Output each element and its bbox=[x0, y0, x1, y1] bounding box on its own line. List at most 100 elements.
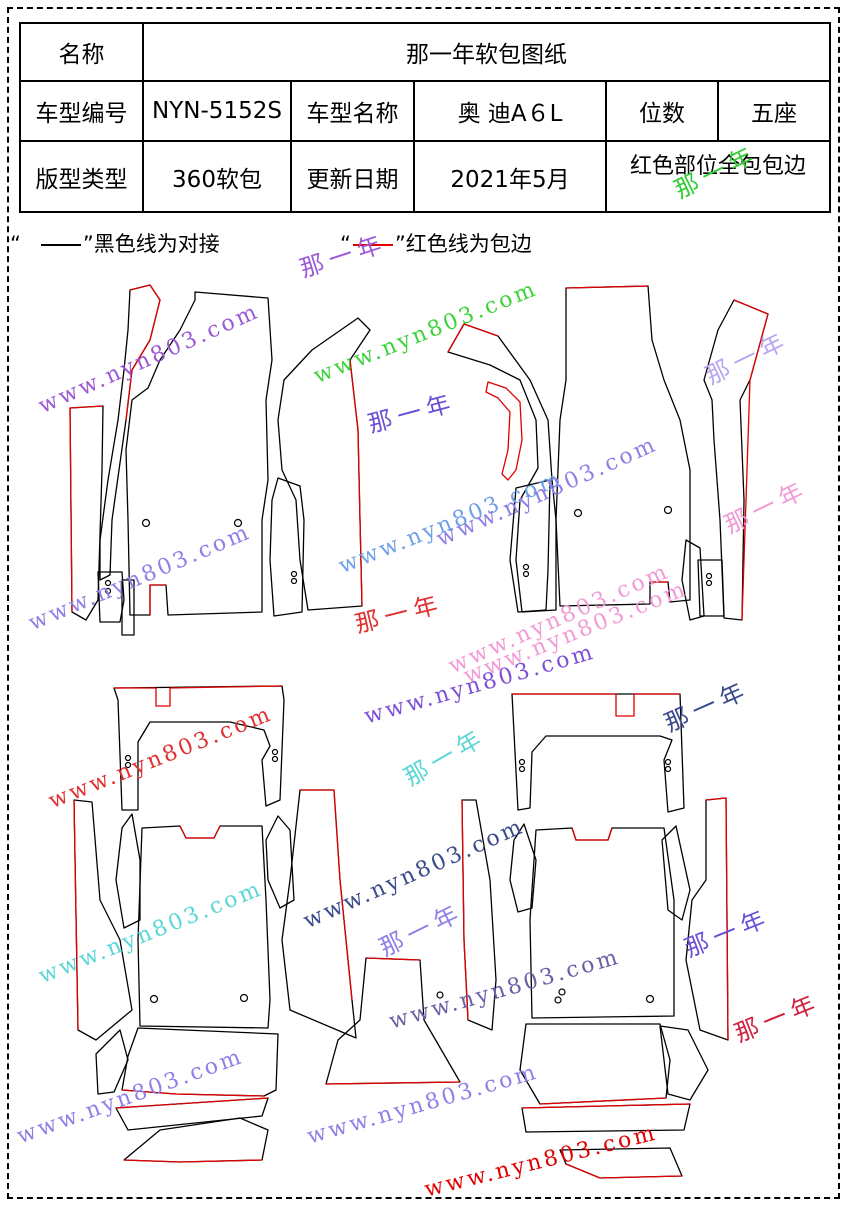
rear-right-pillar-right bbox=[661, 825, 691, 921]
right-front-side-edge bbox=[447, 323, 499, 353]
snap-hole bbox=[558, 988, 566, 996]
right-small-piece bbox=[681, 539, 705, 621]
rear-center-tunnel-piece bbox=[325, 957, 461, 1085]
rear-left-pillar-right bbox=[265, 815, 295, 909]
rear-left-strip-2 bbox=[123, 1117, 269, 1163]
snap-hole bbox=[522, 563, 530, 571]
snap-hole bbox=[645, 994, 655, 1004]
rear-center-right-edge bbox=[461, 799, 469, 1021]
legend-quote-open-red: “ bbox=[340, 232, 351, 256]
red-edge-note: 红色部位全包包边 bbox=[604, 140, 832, 213]
red-line-swatch bbox=[352, 244, 393, 246]
label-name: 名称 bbox=[19, 22, 144, 82]
rear-left-top-edge bbox=[114, 685, 283, 707]
table-row-name: 名称 那一年软包图纸 bbox=[19, 22, 832, 82]
rear-right-front-piece bbox=[519, 1023, 671, 1105]
left-tunnel-edge bbox=[349, 359, 363, 607]
snap-hole bbox=[290, 570, 298, 578]
rear-left-strip-2-edge bbox=[123, 1159, 263, 1163]
left-tunnel-piece bbox=[277, 317, 371, 611]
snap-hole bbox=[518, 758, 526, 766]
rear-right-strip-1-edge bbox=[521, 1103, 691, 1109]
left-front-side-edge bbox=[125, 284, 161, 421]
snap-hole bbox=[436, 991, 444, 999]
seats-value: 五座 bbox=[716, 80, 832, 142]
rear-center-left-strip bbox=[281, 789, 357, 1039]
legend-black-line: “ ”黑色线为对接 bbox=[10, 228, 220, 258]
rear-right-top-edge bbox=[512, 693, 680, 717]
driver-floor-main-piece bbox=[125, 291, 273, 616]
update-date: 2021年5月 bbox=[413, 140, 607, 213]
snap-hole bbox=[271, 748, 279, 756]
legend-red-text: ”红色线为包边 bbox=[394, 232, 532, 256]
snap-hole bbox=[233, 518, 243, 528]
snap-hole bbox=[573, 508, 583, 518]
snap-hole bbox=[554, 996, 562, 1004]
rear-left-pillar-left bbox=[115, 813, 141, 929]
snap-hole bbox=[149, 994, 159, 1004]
snap-hole bbox=[124, 754, 132, 762]
rear-left-strip-1-edge bbox=[115, 1097, 269, 1109]
rear-right-top-piece bbox=[511, 693, 685, 813]
rear-right-side-strip bbox=[685, 797, 729, 1041]
legend-quote-open: “ bbox=[10, 232, 21, 256]
rear-center-left-edge bbox=[300, 789, 353, 1001]
snap-hole bbox=[239, 993, 249, 1003]
right-arch-piece bbox=[485, 381, 523, 481]
rear-left-small-left bbox=[95, 1029, 129, 1095]
left-console-piece bbox=[269, 477, 305, 617]
snap-hole bbox=[663, 505, 673, 515]
snap-holes bbox=[104, 505, 713, 1004]
rear-right-strip-2 bbox=[559, 1147, 683, 1179]
snap-hole bbox=[124, 761, 132, 769]
legend-black-text: ”黑色线为对接 bbox=[82, 232, 220, 256]
rear-right-front-edge bbox=[539, 1097, 667, 1105]
label-seats: 位数 bbox=[605, 80, 719, 142]
right-console-piece bbox=[509, 479, 551, 613]
label-pattern-type: 版型类型 bbox=[19, 140, 144, 213]
snap-hole bbox=[271, 755, 279, 763]
rear-right-floor-piece bbox=[529, 827, 675, 1019]
snap-hole bbox=[141, 518, 151, 528]
drawing-title: 那一年软包图纸 bbox=[141, 22, 832, 82]
snap-hole bbox=[705, 579, 713, 587]
legend-red-line: “ ”红色线为包边 bbox=[340, 228, 532, 258]
rear-right-floor-edge bbox=[571, 827, 613, 841]
rear-left-side-strip-edge bbox=[73, 799, 79, 1031]
label-update-date: 更新日期 bbox=[290, 140, 415, 213]
snap-hole bbox=[705, 572, 713, 580]
snap-hole bbox=[290, 577, 298, 585]
rear-left-top-piece bbox=[113, 685, 285, 811]
passenger-floor-main-edge bbox=[565, 285, 668, 583]
pattern-type: 360软包 bbox=[142, 140, 292, 213]
right-front-side-piece bbox=[447, 323, 557, 613]
left-pedal-piece bbox=[121, 579, 135, 636]
rear-center-tunnel-edge bbox=[325, 957, 461, 1085]
snap-hole bbox=[522, 570, 530, 578]
label-model-code: 车型编号 bbox=[19, 80, 144, 142]
rear-left-front-piece bbox=[121, 1027, 279, 1097]
passenger-floor-main-piece bbox=[555, 285, 691, 607]
snap-hole bbox=[664, 765, 672, 773]
rear-right-side-front bbox=[659, 1025, 709, 1101]
rear-left-front-edge bbox=[121, 1089, 265, 1097]
left-strip-edge bbox=[69, 405, 104, 613]
snap-hole bbox=[518, 765, 526, 773]
snap-hole bbox=[104, 587, 112, 595]
model-name: 奥 迪A６L bbox=[413, 80, 607, 142]
table-row-type: 版型类型 360软包 更新日期 2021年5月 红色部位全包包边 bbox=[19, 140, 832, 213]
driver-floor-main-edge bbox=[149, 584, 166, 615]
model-code: NYN-5152S bbox=[142, 80, 292, 142]
rear-left-floor-edge bbox=[179, 825, 221, 839]
rear-right-strip-2-edge bbox=[565, 1163, 683, 1179]
right-strip-edge bbox=[733, 299, 769, 621]
info-table: 名称 那一年软包图纸 车型编号 NYN-5152S 车型名称 奥 迪A６L 位数… bbox=[19, 22, 832, 213]
snap-hole bbox=[104, 579, 112, 587]
label-model-name: 车型名称 bbox=[290, 80, 415, 142]
table-row-model: 车型编号 NYN-5152S 车型名称 奥 迪A６L 位数 五座 bbox=[19, 80, 832, 142]
rear-right-strip-1 bbox=[521, 1103, 691, 1133]
rear-right-side-strip-edge bbox=[705, 797, 729, 1041]
left-front-side-piece bbox=[99, 284, 161, 581]
snap-hole bbox=[664, 758, 672, 766]
